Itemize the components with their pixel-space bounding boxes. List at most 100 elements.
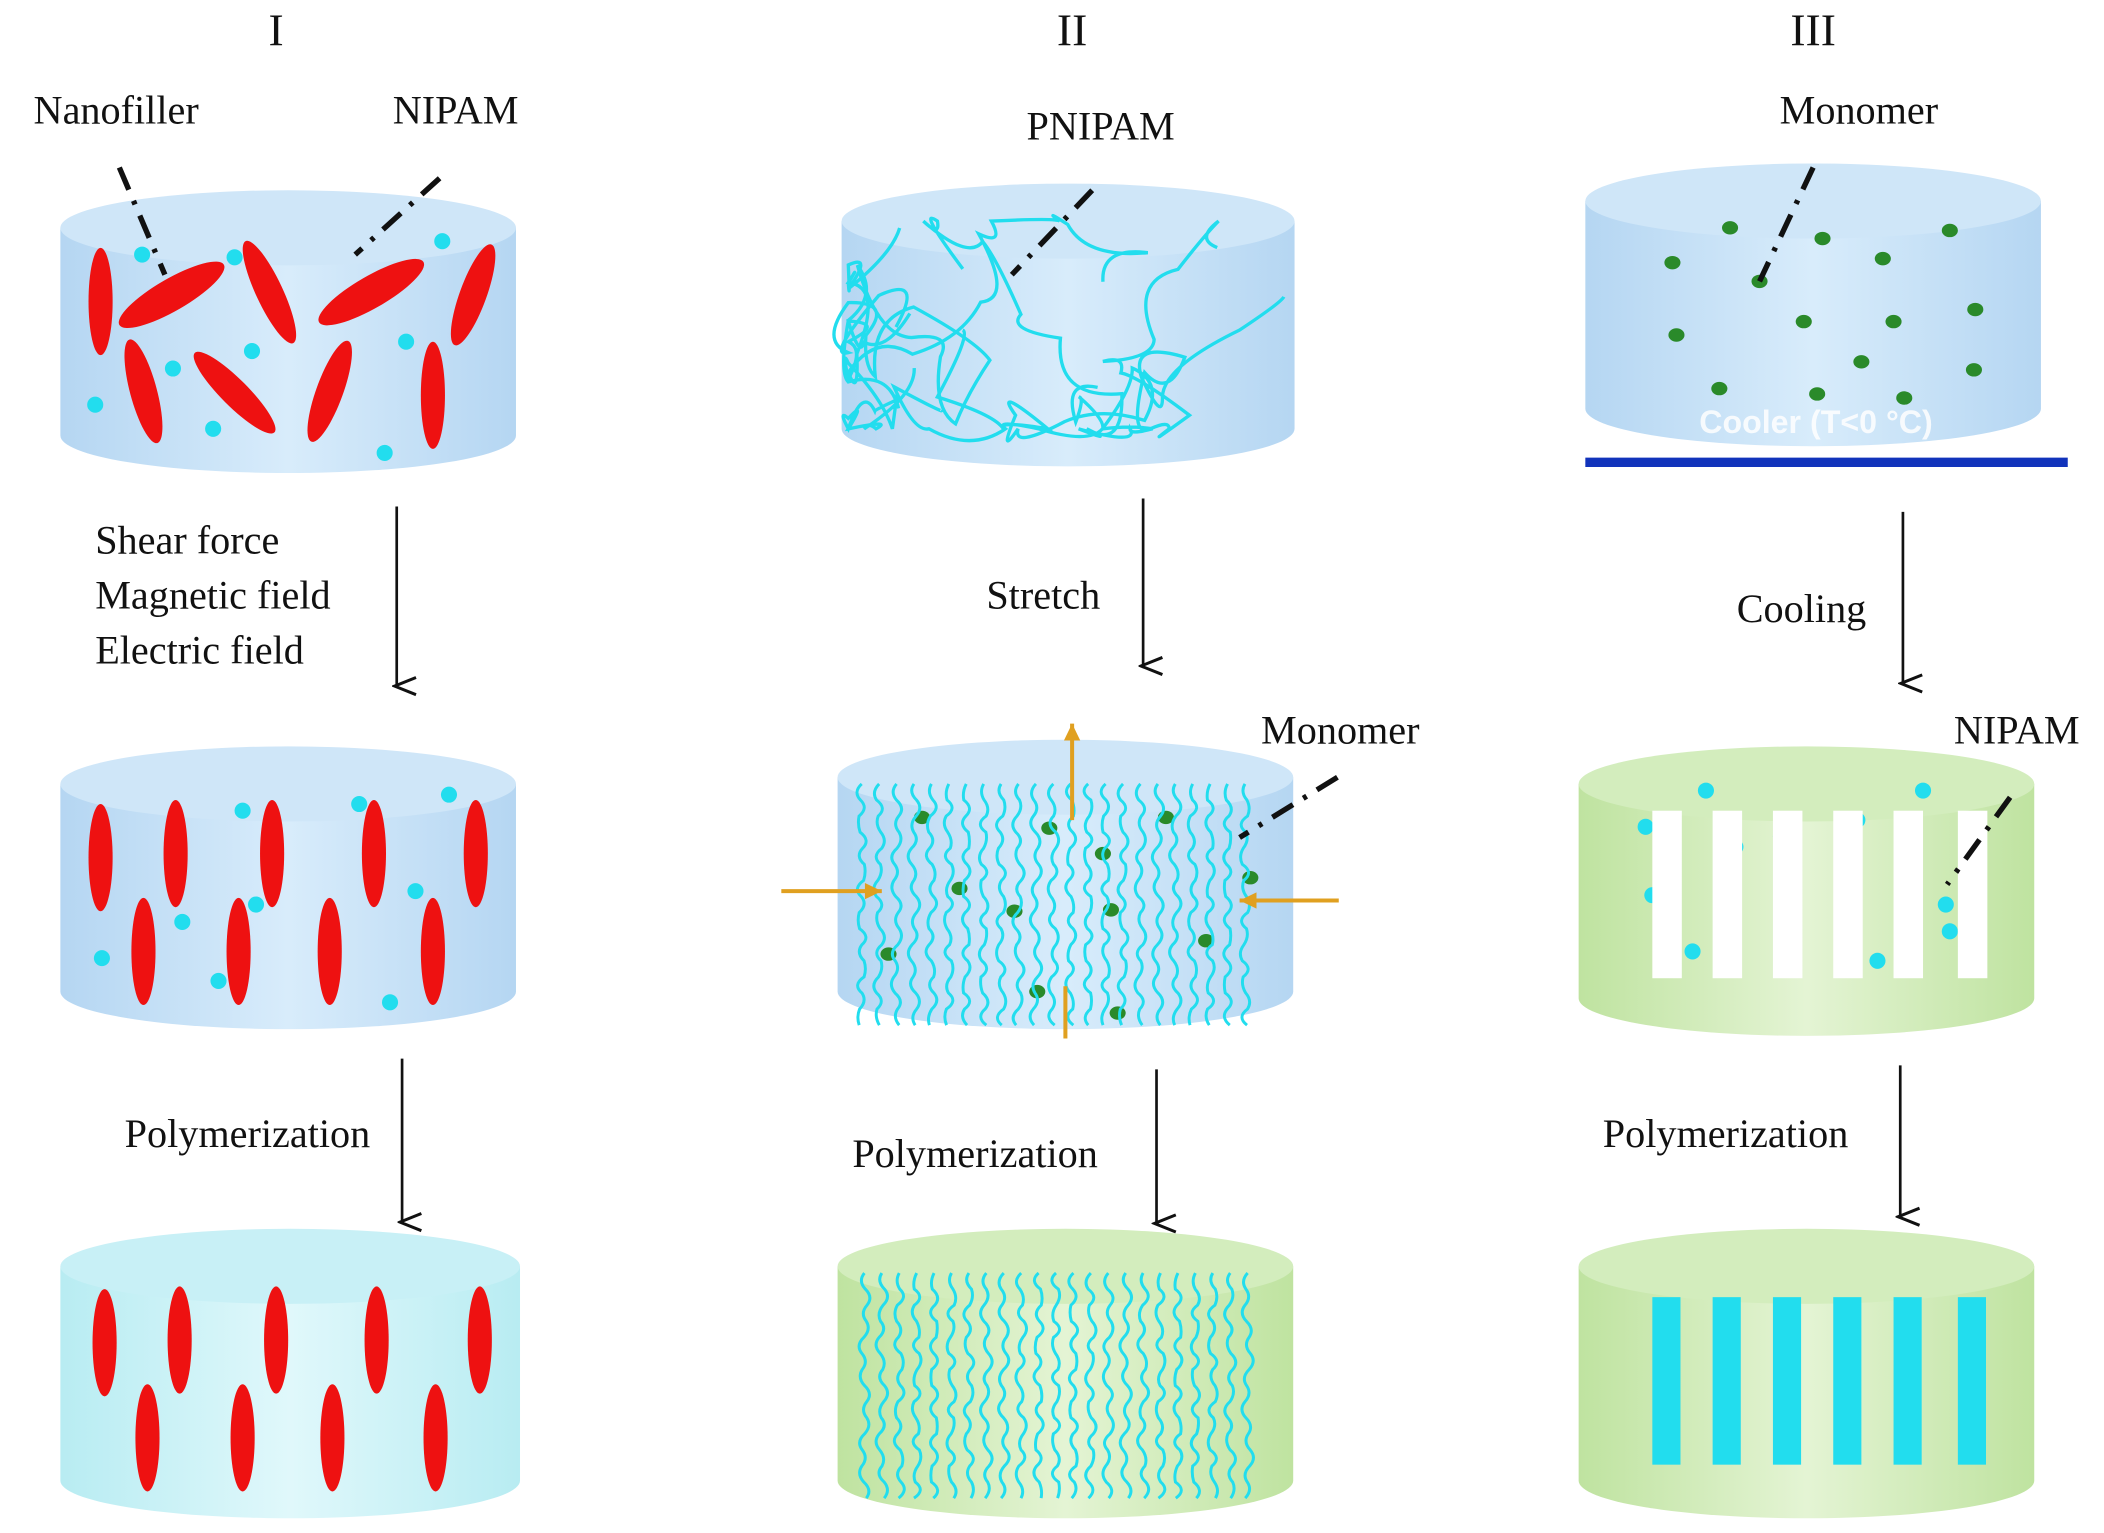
nanofiller [318,258,425,326]
random-coil-chain [890,328,1155,443]
monomer-dot [1722,221,1739,235]
nanofiller [124,339,163,444]
nipam-dot [440,786,458,803]
monomer-dot [1006,904,1023,918]
polymer-channel [1833,1297,1862,1465]
aligned-chain [889,782,904,1027]
step-polymerization-3: Polymerization [1603,1111,1849,1156]
ice-channel [1772,810,1803,979]
nanofiller [226,897,251,1006]
force-arrowhead [864,882,882,900]
nanofiller [423,1384,448,1492]
nanofiller [163,800,188,908]
nanofiller [92,1289,117,1397]
gel-cylinder-top [841,183,1295,259]
monomer-dot [1242,871,1259,885]
gel-cylinder-body [841,221,1295,467]
aligned-chain [1046,782,1061,1027]
aligned-chain [874,1272,890,1500]
nipam-dot [381,994,399,1011]
step-magnetic-field: Magnetic field [95,572,330,617]
label-cooler: Cooler (T<0 °C) [1699,404,1933,440]
nanofiller [193,351,276,434]
nanofiller [118,261,225,329]
monomer-dot [1885,314,1902,329]
aligned-chain [1032,1271,1045,1499]
aligned-chain [1172,1272,1184,1500]
gel-cylinder-body [1585,201,2041,447]
monomer-dot [1967,302,1984,317]
polymer-channel [1712,1297,1741,1465]
aligned-chain [995,783,1008,1027]
nipam-dot [174,913,191,930]
monomer-dot [1941,223,1958,238]
gel-cylinder-top [1585,163,2041,239]
aligned-chain [1064,782,1078,1027]
aligned-chain [1067,1271,1080,1500]
gel-cylinder-body [60,1266,521,1519]
aligned-chain [1101,1272,1115,1500]
label-monomer-3: Monomer [1780,87,1939,132]
aligned-chain [979,1272,994,1500]
aligned-chain [1011,783,1026,1027]
aligned-chain [1028,782,1044,1027]
nanofiller [420,341,445,449]
polymer-channel [1957,1297,1987,1465]
nipam-dot [1941,923,1958,940]
step-electric-field: Electric field [95,627,304,672]
random-coil-chain [922,216,1154,439]
aligned-chain [855,782,868,1026]
pointer-line [1944,795,2013,886]
step-cooling: Cooling [1737,586,1867,631]
monomer-dot [1853,355,1870,369]
monomer-dot [1874,251,1891,266]
nanofiller [420,897,445,1006]
label-nipam-3: NIPAM [1954,708,2080,753]
ice-channel [1652,810,1682,979]
column-numeral-1: I [269,5,284,56]
step-polymerization-2: Polymerization [852,1131,1098,1176]
gel-cylinders [60,163,2041,1519]
aligned-chain [1150,783,1165,1027]
nipam-dot [434,233,451,250]
aligned-chain [906,783,922,1026]
aligned-chain [1240,1272,1255,1500]
monomer-dot [1814,231,1831,246]
gel-cylinder-top [1578,1228,2035,1304]
aligned-chain [1223,1272,1238,1500]
pointer-line [116,166,168,276]
force-arrowhead [1063,723,1081,741]
nanofiller [317,897,342,1006]
nipam-dot [87,396,104,413]
random-coil-chain [845,213,1149,385]
step-polymerization-1: Polymerization [125,1111,371,1156]
aligned-chain [961,783,972,1027]
aligned-chain [872,782,886,1026]
aligned-chain [1136,1272,1151,1500]
aligned-chain [1222,783,1233,1027]
step-stretch: Stretch [986,572,1100,617]
aligned-chain [1206,1272,1219,1499]
ice-channel [1712,810,1743,979]
aligned-chain [997,1272,1011,1500]
nipam-dot [243,343,261,360]
aligned-chain [1168,783,1183,1026]
aligned-chain [1014,1271,1028,1499]
nipam-dot [1637,818,1654,835]
nipam-dot [234,802,251,819]
monomer-dot [1198,934,1215,948]
nipam-dot [93,950,110,967]
nipam-dot [351,795,368,813]
aligned-chain [942,783,955,1026]
monomer-dot [1664,255,1681,270]
aligned-chain [945,1272,958,1499]
nanofiller [131,897,156,1006]
aligned-chain [910,1272,923,1500]
nanofiller [463,800,488,908]
polymer-channel [1652,1297,1681,1465]
nipam-dot [134,246,151,263]
nipam-dot [1684,943,1701,960]
gel-cylinder-body [837,1266,1294,1519]
force-arrowhead [1239,892,1257,909]
